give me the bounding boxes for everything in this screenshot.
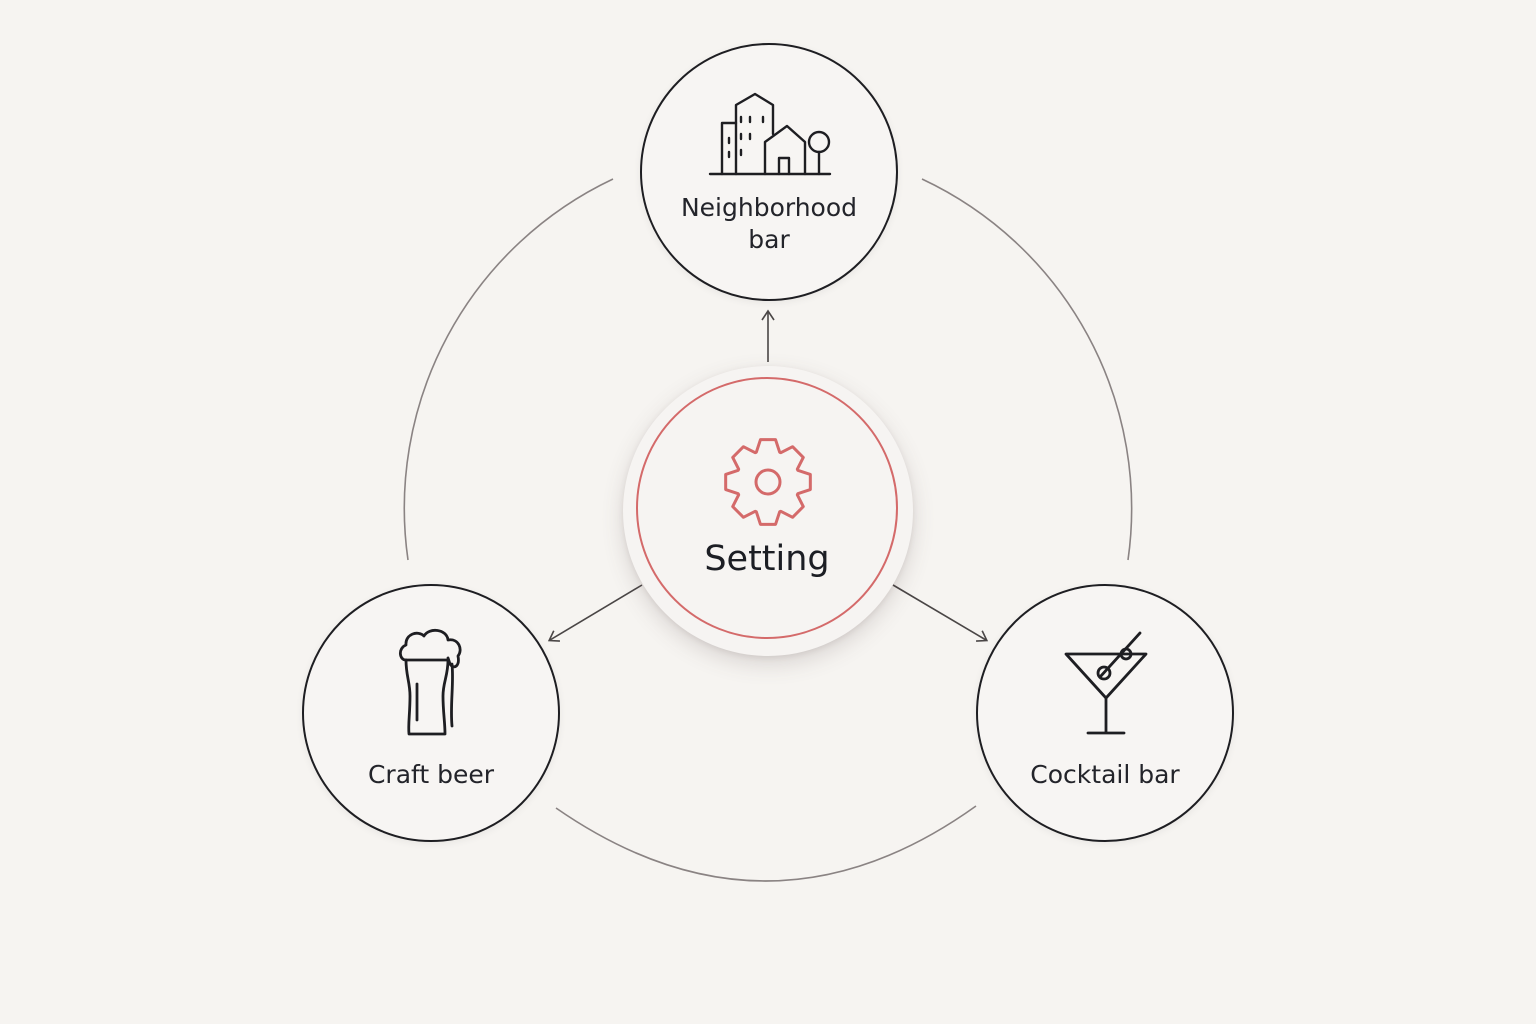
craft-beer-label: Craft beer [367, 760, 495, 789]
node-craft-beer[interactable] [302, 584, 560, 842]
arrow-to-cocktail [892, 584, 989, 642]
orbit-arc-right [921, 178, 1133, 561]
neighborhood-label-line-2: bar [748, 225, 790, 254]
node-neighborhood-bar[interactable] [640, 43, 898, 301]
cocktail-bar-label: Cocktail bar [1030, 760, 1180, 789]
martini-glass-icon [1064, 631, 1148, 735]
neighborhood-bar-label: Neighborhood bar [640, 192, 898, 256]
center-label: Setting [704, 539, 830, 579]
orbit-arc-bottom [555, 805, 977, 882]
neighborhood-label-line-1: Neighborhood [680, 193, 858, 222]
gear-icon [724, 438, 812, 526]
buildings-icon [708, 92, 832, 176]
orbit-arc-left [403, 178, 614, 561]
gear-outline [724, 438, 812, 526]
arrow-to-craft [547, 584, 643, 642]
center-node-ring [636, 377, 898, 639]
beer-glass-icon [398, 629, 462, 736]
